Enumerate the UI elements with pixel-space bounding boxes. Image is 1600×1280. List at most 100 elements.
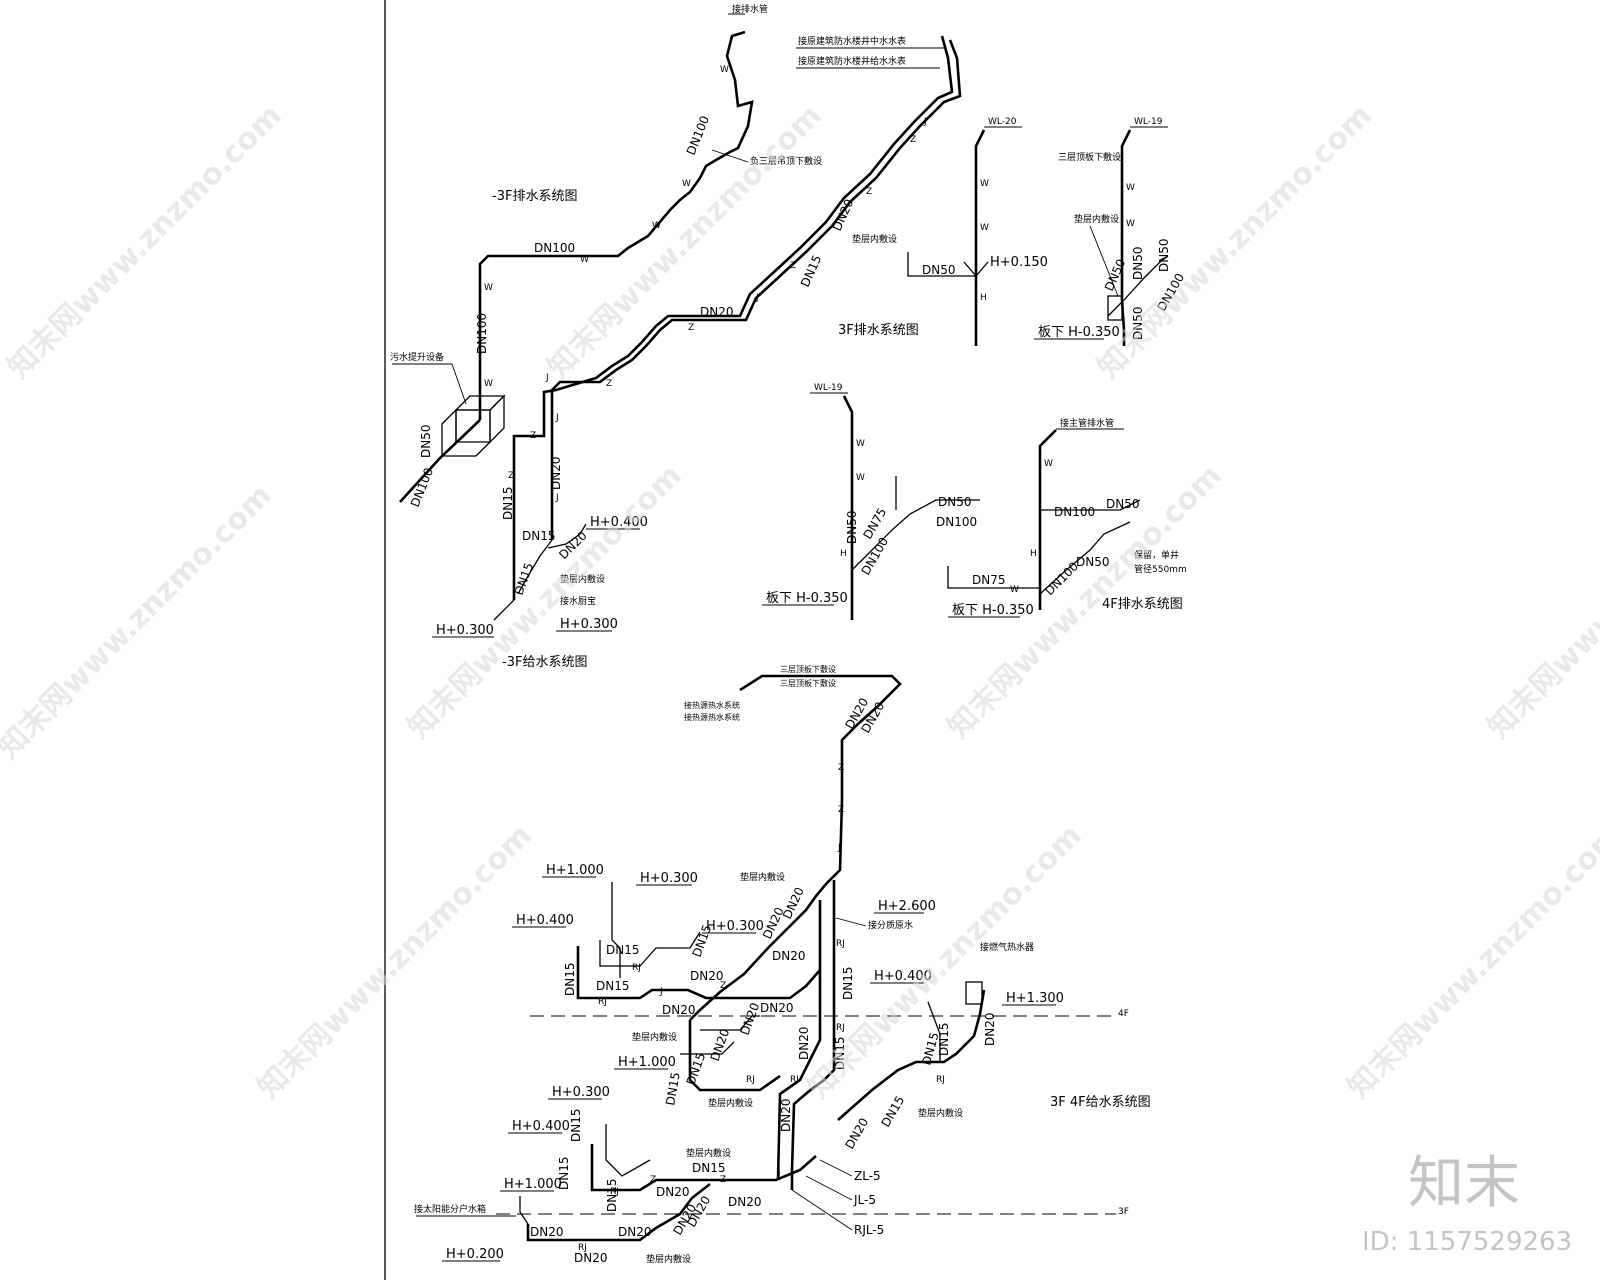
svg-text:Z: Z <box>720 981 726 991</box>
note-sewage-lift: 污水提升设备 <box>390 351 444 363</box>
elevation-label: H+1.000 <box>618 1055 676 1070</box>
svg-text:RJ: RJ <box>790 1075 799 1085</box>
dim-label: DN50 <box>938 495 972 509</box>
note-layer-lay-b: 垫层内敷设 <box>560 573 605 585</box>
dim-label: DN20 <box>830 197 856 233</box>
drain-lift-out <box>399 419 481 503</box>
supply-top-run <box>689 674 902 1021</box>
elevation-label: H+0.400 <box>590 515 648 530</box>
dim-label: DN15 <box>563 963 577 997</box>
wl19-4f-stack <box>842 395 854 620</box>
watermark-text: 知末网www.znzmo.com <box>941 458 1229 746</box>
note-meter-line1: 接原建筑防水楼井中水水表 <box>798 35 906 47</box>
note-layer-d: 垫层内敷设 <box>632 1031 677 1043</box>
sewage-lift-box <box>441 394 506 458</box>
dim-label: DN15 <box>841 967 855 1001</box>
diagram-neg3f-supply: 接原建筑防水楼井中水水表 接原建筑防水楼井给水水表 DN20 垫层内敷设 DN1… <box>432 35 962 670</box>
dim-label: DN15 <box>878 1093 907 1129</box>
svg-text:J: J <box>555 493 559 503</box>
dim-label: DN100 <box>684 114 712 157</box>
dim-label: DN100 <box>858 535 891 578</box>
floor-label-3f: 3F <box>1118 1207 1129 1217</box>
svg-text:W: W <box>980 179 989 189</box>
note-main-drain: 接主管排水管 <box>1060 417 1114 429</box>
svg-text:H: H <box>980 293 987 303</box>
dim-label: DN50 <box>1131 247 1145 281</box>
note-layer-g: 垫层内敷设 <box>686 1147 731 1159</box>
dim-label: DN20 <box>738 1001 763 1037</box>
svg-text:Z: Z <box>688 323 694 333</box>
dim-label: DN50 <box>1106 497 1140 511</box>
svg-text:W: W <box>484 283 493 293</box>
svg-text:W: W <box>682 179 691 189</box>
dim-label: DN15 <box>569 1109 583 1143</box>
svg-text:RJ: RJ <box>746 1075 755 1085</box>
pipe-id-wl19b: WL-19 <box>814 383 843 393</box>
dim-label: DN20 <box>708 1027 733 1063</box>
dim-label: DN20 <box>530 1225 564 1239</box>
svg-text:W: W <box>856 473 865 483</box>
elevation-label: H+0.300 <box>706 919 764 934</box>
watermark-brand: 知末 <box>1408 1151 1520 1216</box>
dim-label: DN20 <box>618 1225 652 1239</box>
watermark-group: 知末网www.znzmo.com 知末网www.znzmo.com 知末网www… <box>0 98 1600 1257</box>
branch-3f-low <box>526 1182 711 1242</box>
svg-text:RJ: RJ <box>598 997 607 1007</box>
wl19-stack <box>1120 129 1132 346</box>
floor-label-4f: 4F <box>1118 1009 1129 1019</box>
elevation-label: H+0.150 <box>990 255 1048 270</box>
svg-text:RJ: RJ <box>836 1023 845 1033</box>
pipe-id-wl19a: WL-19 <box>1134 117 1163 127</box>
note-layer-e: 垫层内敷设 <box>708 1097 753 1109</box>
dim-label: DN20 <box>728 1195 762 1209</box>
dim-label: DN50 <box>1131 307 1145 341</box>
elevation-label: H+0.400 <box>516 913 574 928</box>
elevation-label: 板下 H-0.350 <box>1038 325 1120 340</box>
note-layer-lay-a: 垫层内敷设 <box>852 233 897 245</box>
pipe-codes: W W W W W W Z Z Z Z Z Z Z J J J J J W W … <box>484 65 1135 1253</box>
dim-label: DN15 <box>833 1037 847 1071</box>
dim-label: DN50 <box>922 263 956 277</box>
dim-label: DN100 <box>1054 505 1095 519</box>
dim-label: DN15 <box>684 1051 709 1087</box>
dim-label: DN20 <box>662 1003 696 1017</box>
pipe-id-jl5: JL-5 <box>853 1193 876 1207</box>
dim-label: DN20 <box>842 1115 871 1151</box>
dim-label: DN20 <box>797 1027 811 1061</box>
svg-text:RJ: RJ <box>578 1243 587 1253</box>
svg-text:RJ: RJ <box>936 1075 945 1085</box>
watermark-text: 知末网www.znzmo.com <box>401 458 689 746</box>
note-floor-ceiling-b: 三层顶板下敷设 <box>780 678 836 688</box>
note-heater: 接燃气热水器 <box>980 941 1034 953</box>
drain-main-pipe <box>478 30 754 420</box>
svg-text:J: J <box>837 843 841 853</box>
svg-text:Z: Z <box>838 763 844 773</box>
svg-text:W: W <box>720 65 729 75</box>
svg-text:J: J <box>923 117 927 127</box>
svg-text:Z: Z <box>606 379 612 389</box>
elevation-label: H+0.200 <box>446 1247 504 1262</box>
elevation-label: 板下 H-0.350 <box>952 603 1034 618</box>
watermark-text: 知末网www.znzmo.com <box>1 98 289 386</box>
note-hot-source-b: 接热源热水系统 <box>684 712 740 722</box>
dim-label: DN20 <box>690 969 724 983</box>
dim-label: DN15 <box>501 487 515 521</box>
dim-label: DN50 <box>845 511 859 545</box>
dim-label: DN75 <box>972 573 1006 587</box>
dim-label: DN15 <box>605 1179 619 1213</box>
note-retain-line1: 保留，单井 <box>1134 549 1179 561</box>
dim-label: DN15 <box>798 253 824 289</box>
dim-label: DN20 <box>983 1013 997 1047</box>
supply-j-pipe <box>550 39 962 540</box>
dim-label: DN20 <box>656 1185 690 1199</box>
svg-text:Z: Z <box>650 1175 656 1185</box>
pipe-id-rjl5: RJL-5 <box>854 1223 884 1237</box>
note-ceiling-lay: 负三层吊顶下敷设 <box>750 155 822 167</box>
title-neg3f-drain: -3F排水系统图 <box>492 189 577 204</box>
elevation-label: H+0.300 <box>640 871 698 886</box>
note-layer-c: 垫层内敷设 <box>740 871 785 883</box>
watermark-text: 知末网www.znzmo.com <box>251 818 539 1106</box>
svg-text:W: W <box>1126 219 1135 229</box>
svg-text:W: W <box>856 439 865 449</box>
